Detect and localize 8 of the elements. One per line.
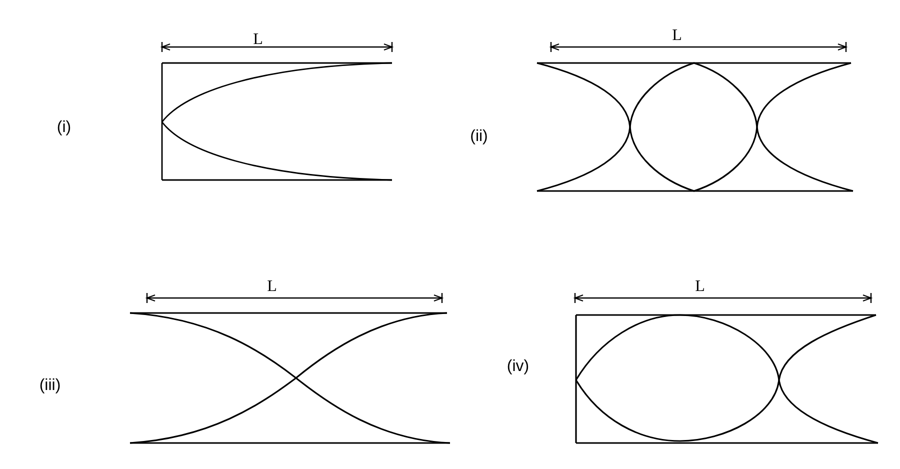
panel-label: (ii) (470, 129, 488, 145)
panel-label: (iii) (39, 378, 61, 394)
length-label: L (267, 279, 277, 295)
panel-label: (iv) (506, 359, 530, 375)
length-label: L (695, 279, 705, 295)
length-label: L (253, 32, 263, 48)
panel-label: (i) (56, 120, 72, 136)
length-label: L (672, 28, 682, 44)
